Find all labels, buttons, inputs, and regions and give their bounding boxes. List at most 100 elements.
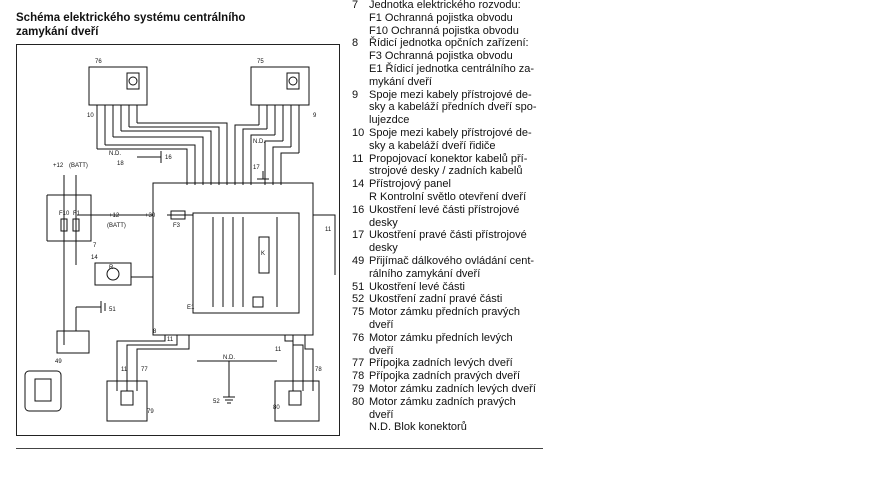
legend-text: lujezdce	[369, 114, 410, 127]
legend-text: Přístrojový panel	[369, 178, 451, 191]
wiring-schematic: 76 75 10 9 18 16 17 N.D. N.D. N.D. +12 (…	[24, 59, 336, 422]
label-f1: F1	[73, 211, 81, 217]
motor-76-symbol	[126, 72, 140, 90]
label-49: 49	[55, 359, 62, 365]
legend-item: dveří	[352, 319, 552, 332]
legend-item: strojové desky / zadních kabelů	[352, 165, 552, 178]
legend-number: 11	[352, 152, 364, 165]
legend-item: dveří	[352, 345, 552, 358]
label-51: 51	[109, 307, 116, 313]
legend-text: desky	[369, 242, 398, 255]
motor-75-circle	[288, 76, 298, 86]
legend-item: N.D. Blok konektorů	[352, 421, 552, 434]
legend-number	[352, 50, 369, 63]
legend-item: F1 Ochranná pojistka obvodu	[352, 12, 552, 25]
wires-battery	[63, 175, 77, 345]
legend-number	[352, 345, 369, 358]
label-7: 7	[93, 243, 97, 249]
fuse-box-7	[46, 194, 92, 242]
motor-76-box	[88, 66, 148, 106]
label-k: K	[261, 251, 265, 257]
relay-k	[258, 236, 270, 274]
legend-number: 9	[352, 88, 359, 101]
label-nd-3: N.D.	[223, 355, 235, 361]
legend-number: 16	[352, 203, 365, 216]
legend-text: strojové desky / zadních kabelů	[369, 165, 523, 178]
label-f3: F3	[173, 223, 181, 229]
legend-text: Propojovací konektor kabelů pří-	[369, 152, 528, 165]
legend-item: 14 Přístrojový panel	[352, 178, 552, 191]
legend-text: Řídicí jednotka opčních zařízení:	[369, 37, 529, 50]
label-77: 77	[141, 367, 148, 373]
label-80: 80	[273, 405, 280, 411]
legend-number	[352, 101, 369, 114]
legend-item: F3 Ochranná pojistka obvodu	[352, 50, 552, 63]
label-14: 14	[91, 255, 98, 261]
legend-number: 10	[352, 126, 365, 139]
legend-item: 7 Jednotka elektrického rozvodu:	[352, 0, 552, 12]
legend-number: 7	[352, 0, 359, 11]
legend-text: R Kontrolní světlo otevření dveří	[369, 190, 527, 203]
legend-text: dveří	[369, 318, 394, 331]
legend-text: Motor zámku předních levých	[369, 331, 513, 344]
warning-lamp-r	[106, 267, 120, 281]
wires-rear-left	[116, 335, 190, 391]
legend-number: 17	[352, 229, 365, 242]
motor-80-box	[274, 380, 320, 422]
legend-number: 52	[352, 293, 365, 306]
legend-number	[352, 63, 369, 76]
label-11-d: 11	[275, 347, 282, 353]
title-line-2: zamykání dveří	[16, 26, 99, 38]
wires-rear-right	[284, 335, 314, 391]
wire-right-11	[313, 214, 336, 275]
wiring-diagram: 76 75 10 9 18 16 17 N.D. N.D. N.D. +12 (…	[16, 44, 340, 436]
title-line-1: Schéma elektrického systému centrálního	[16, 12, 246, 24]
legend-text: F10 Ochranná pojistka obvodu	[369, 24, 519, 37]
legend: 7 Jednotka elektrického rozvodu:F1 Ochran…	[352, 0, 552, 434]
legend-number: 77	[352, 357, 365, 370]
legend-number: 14	[352, 178, 365, 191]
ground-16	[137, 151, 162, 163]
label-11-a: 11	[325, 227, 332, 233]
legend-number: 49	[352, 254, 365, 267]
legend-text: F1 Ochranná pojistka obvodu	[369, 11, 513, 24]
label-r: R	[109, 265, 114, 271]
motor-79-symbol	[120, 390, 134, 406]
remote-key-inner	[34, 378, 52, 402]
legend-number	[352, 165, 369, 178]
legend-number	[352, 409, 369, 422]
diagram-title: Schéma elektrického systému centrálního …	[16, 11, 316, 39]
label-batt-1: (BATT)	[69, 163, 88, 169]
legend-number	[352, 242, 369, 255]
legend-number	[352, 421, 369, 434]
label-plus30: +30	[145, 213, 156, 219]
legend-item: sky a kabeláží dveří řidiče	[352, 140, 552, 153]
legend-item: desky	[352, 242, 552, 255]
legend-number: 79	[352, 382, 365, 395]
legend-number	[352, 268, 369, 281]
legend-number: 75	[352, 306, 365, 319]
instrument-panel-14	[94, 262, 132, 286]
legend-item: 11 Propojovací konektor kabelů pří-	[352, 153, 552, 166]
legend-item: E1 Řídicí jednotka centrálního za-	[352, 63, 552, 76]
label-76: 76	[95, 59, 102, 65]
label-78: 78	[315, 367, 322, 373]
legend-text: Ukostření zadní pravé části	[369, 293, 503, 306]
label-plus12-b: +12	[109, 213, 120, 219]
label-e1: E1	[187, 305, 195, 311]
receiver-49	[56, 330, 90, 354]
label-18: 18	[117, 161, 124, 167]
legend-item: R Kontrolní světlo otevření dveří	[352, 191, 552, 204]
legend-number: 76	[352, 331, 365, 344]
legend-number: 78	[352, 370, 365, 383]
legend-text: sky a kabeláží dveří řidiče	[369, 139, 496, 152]
label-79: 79	[147, 409, 154, 415]
legend-text: Jednotka elektrického rozvodu:	[369, 0, 521, 11]
wires-76	[96, 105, 138, 149]
